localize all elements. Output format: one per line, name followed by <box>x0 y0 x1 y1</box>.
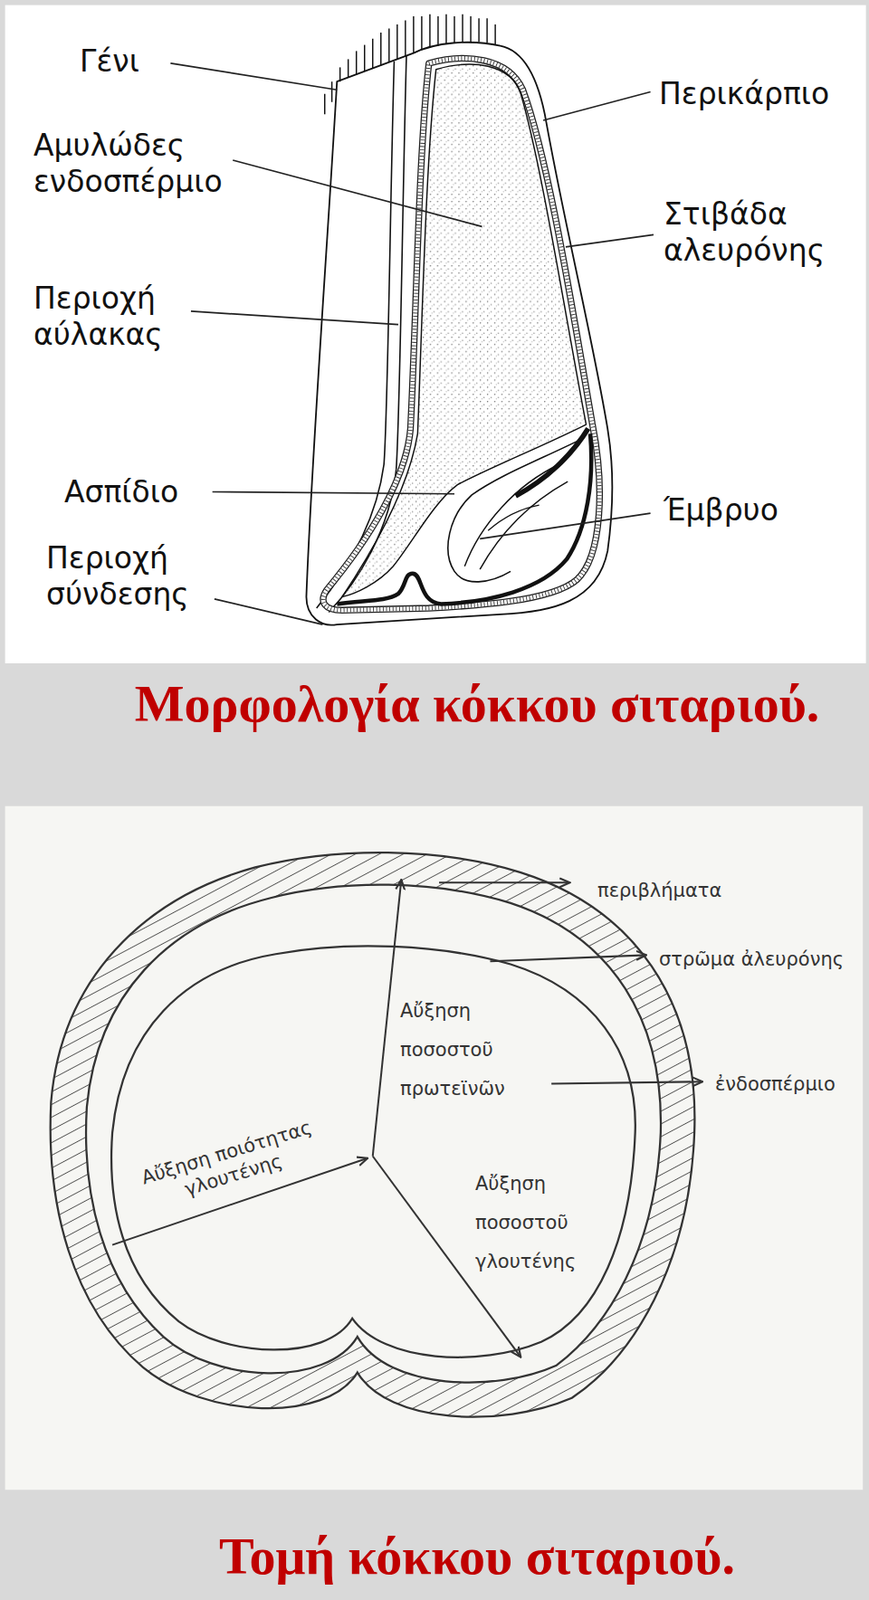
part-label: Περιοχή σύνδεσης <box>46 540 190 613</box>
embryo-drawing <box>336 433 592 604</box>
pointer-arrows <box>551 1081 703 1084</box>
trend-label: Αὔξηση ποιότητας γλουτένης <box>123 1111 336 1218</box>
brush-hairs <box>461 14 463 42</box>
label-holder: περιβλήματα <box>597 878 722 903</box>
label-holder: Περιοχή σύνδεσης <box>46 540 190 613</box>
brush-hairs <box>396 24 398 59</box>
leader-lines <box>190 311 399 325</box>
embryo-drawing <box>479 481 568 570</box>
label-holder: Γένι <box>79 43 140 80</box>
brush-hairs <box>477 18 479 42</box>
brush-hairs <box>437 16 439 47</box>
trend-label: Αὔξηση ποσοστοῦ πρωτεϊνῶν <box>400 992 506 1109</box>
part-label: Γένι <box>79 43 140 80</box>
label-holder: Περιοχή αύλακας <box>33 280 163 354</box>
panel-grounds <box>5 5 867 1491</box>
brush-hairs <box>494 24 496 46</box>
leader-lines <box>543 91 650 121</box>
brush-hairs <box>324 94 325 115</box>
starchy-endosperm <box>342 64 587 597</box>
brush-hairs <box>347 58 349 77</box>
label-holder: Τομή κόκκου σιταριού. <box>219 1525 736 1589</box>
top-panel <box>5 5 867 664</box>
embryo-drawing <box>487 505 539 531</box>
leader-lines <box>170 63 337 90</box>
label-holder: Μορφολογία κόκκου σιταριού. <box>134 672 821 736</box>
embryo-drawing <box>515 429 589 497</box>
husk-band <box>50 852 696 1418</box>
label-holder: Αὔξηση ποσοστοῦ πρωτεϊνῶν <box>400 992 506 1109</box>
brush-hairs <box>331 81 333 103</box>
layer-label: περιβλήματα <box>597 878 722 903</box>
brush-hairs <box>372 38 373 69</box>
leader-lines <box>170 63 654 625</box>
layer-label: στρῶμα ἀλευρόνης <box>658 947 844 972</box>
figure-caption: Τομή κόκκου σιταριού. <box>219 1525 736 1589</box>
part-label: Στιβάδα αλευρόνης <box>663 196 825 269</box>
figure-caption: Μορφολογία κόκκου σιταριού. <box>134 672 821 736</box>
brush-hairs <box>429 14 430 48</box>
label-holder: ἐνδοσπέρμιο <box>715 1072 836 1097</box>
part-label: Αμυλώδες ενδοσπέρμιο <box>33 127 223 201</box>
label-holder: στρῶμα ἀλευρόνης <box>658 947 844 972</box>
part-label: Περικάρπιο <box>658 76 830 113</box>
crease-line <box>316 61 395 609</box>
pointer-arrows <box>112 879 703 1358</box>
brush-hairs <box>412 16 414 54</box>
brush-hairs <box>339 66 341 82</box>
pointer-arrows <box>489 954 647 962</box>
leader-lines <box>232 160 482 227</box>
pointer-arrows <box>372 879 402 1157</box>
brush-hairs <box>355 50 357 75</box>
brush-hairs <box>453 16 455 43</box>
grain-drawing <box>305 14 612 626</box>
label-holder: Αμυλώδες ενδοσπέρμιο <box>33 127 223 201</box>
bottom-panel <box>5 806 864 1490</box>
label-holder: Περικάρπιο <box>658 76 830 113</box>
trend-label: Αὔξηση ποσοστοῦ γλουτένης <box>475 1165 576 1282</box>
part-label: Έμβρυο <box>663 492 779 529</box>
brush-hairs <box>363 45 365 72</box>
label-holder: Έμβρυο <box>663 492 779 529</box>
part-label: Ασπίδιο <box>64 474 179 511</box>
brush-hairs <box>324 14 496 115</box>
leader-lines <box>565 234 654 248</box>
brush-hairs <box>445 14 447 45</box>
label-holder: Αὔξηση ποσοστοῦ γλουτένης <box>475 1165 576 1282</box>
label-holder: Αὔξηση ποιότητας γλουτένης <box>123 1111 336 1218</box>
pointer-arrows <box>439 881 570 884</box>
embryo-drawing <box>336 429 592 605</box>
label-holder: Στιβάδα αλευρόνης <box>663 196 825 269</box>
part-label: Περιοχή αύλακας <box>33 280 163 354</box>
grain-outline <box>305 42 612 626</box>
brush-hairs <box>486 18 488 43</box>
leader-lines <box>214 599 324 625</box>
brush-hairs <box>388 28 390 63</box>
label-holder: Ασπίδιο <box>64 474 179 511</box>
brush-hairs <box>469 16 471 42</box>
brush-hairs <box>420 16 422 50</box>
leader-lines <box>212 491 455 494</box>
brush-hairs <box>380 32 382 66</box>
leader-lines <box>479 513 650 539</box>
cross-section <box>50 852 696 1418</box>
brush-hairs <box>404 20 406 57</box>
layer-label: ἐνδοσπέρμιο <box>715 1072 836 1097</box>
